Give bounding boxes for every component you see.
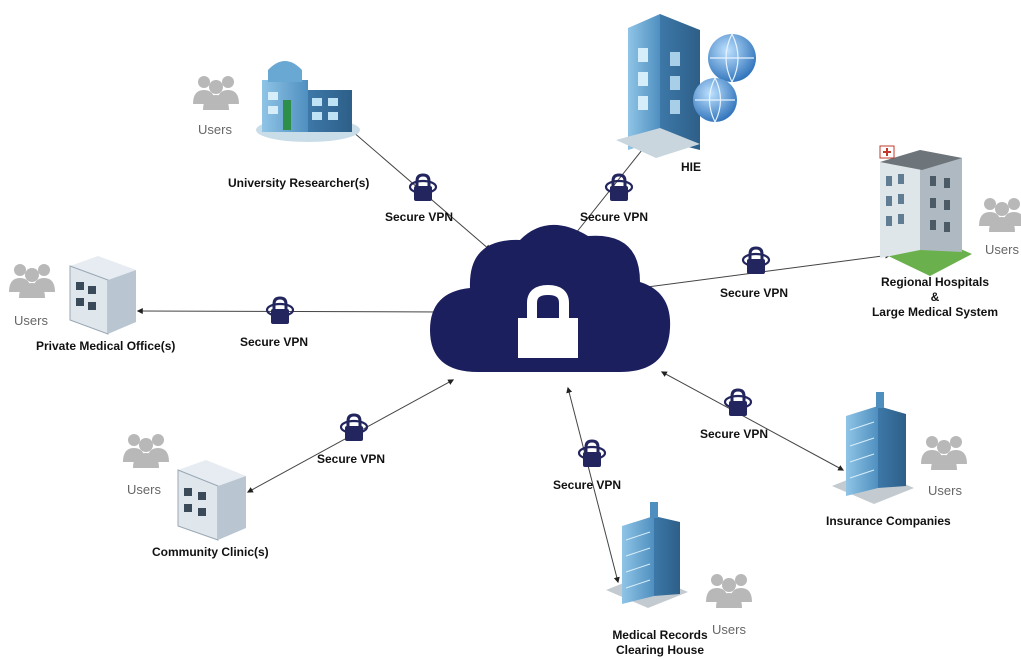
link-insurance	[660, 371, 845, 471]
lock-icon	[741, 246, 771, 276]
regional-label-line2: &	[930, 290, 940, 304]
users-icon	[9, 264, 55, 298]
users-label: Users	[198, 122, 232, 137]
users-label: Users	[14, 313, 48, 328]
secure-cloud-icon	[430, 224, 671, 372]
regional-label-line3: Large Medical System	[871, 305, 999, 319]
university-label: University Researcher(s)	[228, 176, 370, 190]
records-building-icon	[606, 502, 688, 608]
community-clinic-label: Community Clinic(s)	[152, 545, 269, 559]
vpn-label-records: Secure VPN	[553, 478, 622, 492]
records-label-line1: Medical Records	[612, 628, 708, 642]
hie-label: HIE	[681, 160, 702, 174]
vpn-label-community: Secure VPN	[317, 452, 386, 466]
users-label: Users	[712, 622, 746, 637]
lock-icon	[339, 413, 369, 443]
private-office-label: Private Medical Office(s)	[36, 339, 176, 353]
office-building-icon	[69, 256, 136, 335]
users-icon	[979, 198, 1021, 232]
lock-icon	[723, 388, 753, 418]
users-icon	[193, 76, 239, 110]
university-building-icon	[256, 61, 360, 142]
records-label: Medical Records Clearing House	[600, 628, 720, 658]
vpn-label-insurance: Secure VPN	[700, 427, 769, 441]
users-label: Users	[928, 483, 962, 498]
hie-building-icon	[616, 14, 756, 158]
insurance-label: Insurance Companies	[826, 514, 951, 528]
vpn-label-private: Secure VPN	[240, 335, 309, 349]
regional-label: Regional Hospitals & Large Medical Syste…	[850, 275, 1020, 320]
users-icon	[921, 436, 967, 470]
vpn-label-regional: Secure VPN	[720, 286, 789, 300]
insurance-building-icon	[832, 392, 914, 504]
vpn-label-university: Secure VPN	[385, 210, 454, 224]
link-records	[566, 386, 620, 584]
vpn-label-hie: Secure VPN	[580, 210, 649, 224]
users-label: Users	[127, 482, 161, 497]
clinic-building-icon	[177, 460, 246, 541]
regional-label-line1: Regional Hospitals	[880, 275, 990, 289]
users-label: Users	[985, 242, 1019, 257]
users-icon	[123, 434, 169, 468]
records-label-line2: Clearing House	[615, 643, 705, 657]
users-icon	[706, 574, 752, 608]
lock-icon	[408, 173, 438, 203]
hospital-building-icon	[879, 145, 972, 276]
